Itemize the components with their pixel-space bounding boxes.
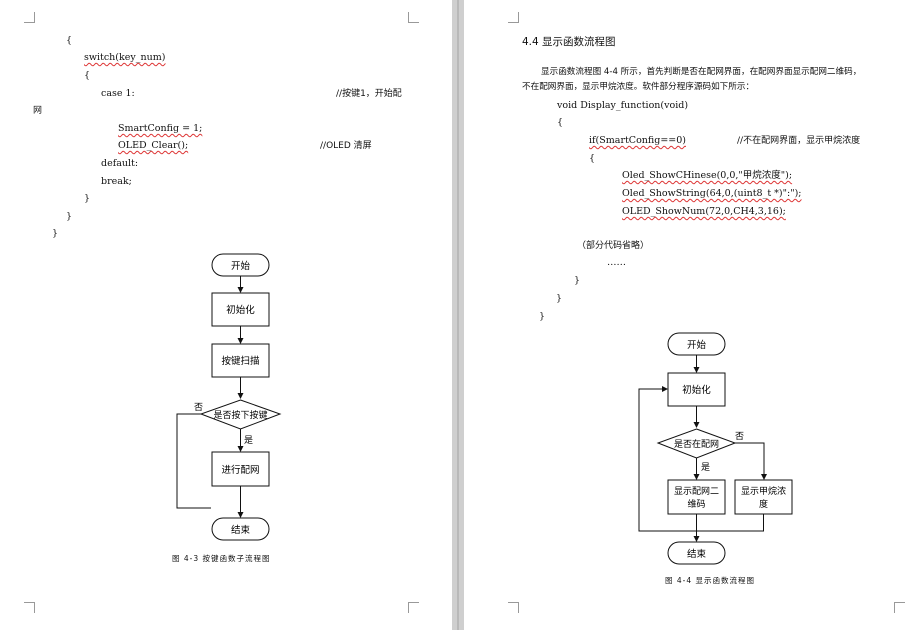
figure-caption: 图 4-4 显示函数流程图 <box>665 576 756 585</box>
decision-label: 是否在配网 <box>674 438 719 450</box>
init-process <box>211 292 270 327</box>
no-label: 否 <box>735 431 744 442</box>
right-page: 4.4 显示函数流程图 显示函数流程图 4-4 所示，首先判断是否在配网界面，在… <box>464 0 913 630</box>
figure-caption: 图 4-3 按键函数子流程图 <box>172 554 271 563</box>
code-line: } <box>556 293 563 304</box>
code-note: （部分代码省略） <box>577 241 650 251</box>
code-line: { <box>589 153 596 164</box>
code-comment: //不在配网界面，显示甲烷浓度 <box>737 136 861 146</box>
code-comment: //OLED 清屏 <box>320 141 372 151</box>
show-ch4-process <box>734 479 793 515</box>
show-ch4-label: 显示甲烷浓 <box>741 485 786 497</box>
show-qr-label: 维码 <box>687 498 705 510</box>
scan-process <box>211 343 270 378</box>
start-label: 开始 <box>231 260 251 272</box>
crop-mark <box>24 602 35 613</box>
crop-mark <box>508 12 519 23</box>
show-qr-label: 显示配网二 <box>674 486 719 497</box>
crop-mark <box>508 602 519 613</box>
section-heading: 4.4 显示函数流程图 <box>522 36 616 48</box>
code-comment: //按键1，开始配 <box>336 89 402 99</box>
code-line: } <box>84 193 91 204</box>
merge-line <box>696 514 764 532</box>
paragraph-line: 显示函数流程图 4-4 所示，首先判断是否在配网界面，在配网界面显示配网二维码， <box>541 67 862 77</box>
end-label: 结束 <box>231 524 251 536</box>
scan-label: 按键扫描 <box>221 355 260 367</box>
code-comment: 网 <box>33 106 43 116</box>
code-line: } <box>66 211 73 222</box>
init-process <box>667 372 726 407</box>
action-label: 进行配网 <box>221 464 259 476</box>
code-line: switch(key_num) <box>84 52 166 63</box>
action-process <box>211 451 270 487</box>
code-line: if(SmartConfig==0) <box>589 135 686 146</box>
decision-label: 是否按下按键 <box>213 409 267 421</box>
end-label: 结束 <box>687 548 707 560</box>
code-line: break; <box>101 176 132 187</box>
crop-mark <box>24 12 35 23</box>
flowchart-display-function: 开始 初始化 是否在配网 是 否 显示配网二 维码 显示甲烷浓 度 结束 <box>638 332 793 565</box>
init-label: 初始化 <box>682 384 711 396</box>
code-line: { <box>66 35 73 46</box>
code-line: { <box>84 70 91 81</box>
code-line: Oled_ShowCHinese(0,0,"甲烷浓度"); <box>622 170 793 181</box>
no-loop-line <box>176 413 211 509</box>
flowchart-key-function: 开始 初始化 按键扫描 是否按下按键 是 否 进行配网 结束 <box>176 253 282 541</box>
code-line: void Display_function(void) <box>557 100 689 111</box>
crop-mark <box>408 602 419 613</box>
yes-label: 是 <box>701 462 710 473</box>
code-line: OLED_Clear(); <box>118 140 189 151</box>
left-page: { switch(key_num) { case 1: //按键1，开始配 网 … <box>0 0 452 630</box>
show-ch4-label: 度 <box>759 498 768 510</box>
code-line: { <box>557 117 564 128</box>
code-line: default: <box>101 158 139 169</box>
paragraph-line: 不在配网界面，显示甲烷浓度。软件部分程序源码如下所示： <box>522 82 755 92</box>
end-terminal <box>667 541 726 565</box>
code-line: SmartConfig = 1; <box>118 123 203 134</box>
code-line: } <box>574 275 581 286</box>
page-divider <box>457 0 459 630</box>
code-line: OLED_ShowNum(72,0,CH4,3,16); <box>622 206 786 217</box>
code-line: case 1: <box>101 88 135 99</box>
code-line: } <box>539 311 546 322</box>
end-terminal <box>211 517 270 541</box>
code-line: Oled_ShowString(64,0,(uint8_t *)":"); <box>622 188 802 199</box>
code-line: } <box>52 228 59 239</box>
crop-mark <box>408 12 419 23</box>
no-label: 否 <box>194 402 203 413</box>
start-label: 开始 <box>687 339 707 351</box>
no-branch-line <box>735 442 767 480</box>
loop-back-line <box>638 386 697 532</box>
code-ellipsis: …… <box>607 257 626 268</box>
init-label: 初始化 <box>226 304 255 316</box>
yes-label: 是 <box>244 435 253 446</box>
crop-mark <box>894 602 905 613</box>
